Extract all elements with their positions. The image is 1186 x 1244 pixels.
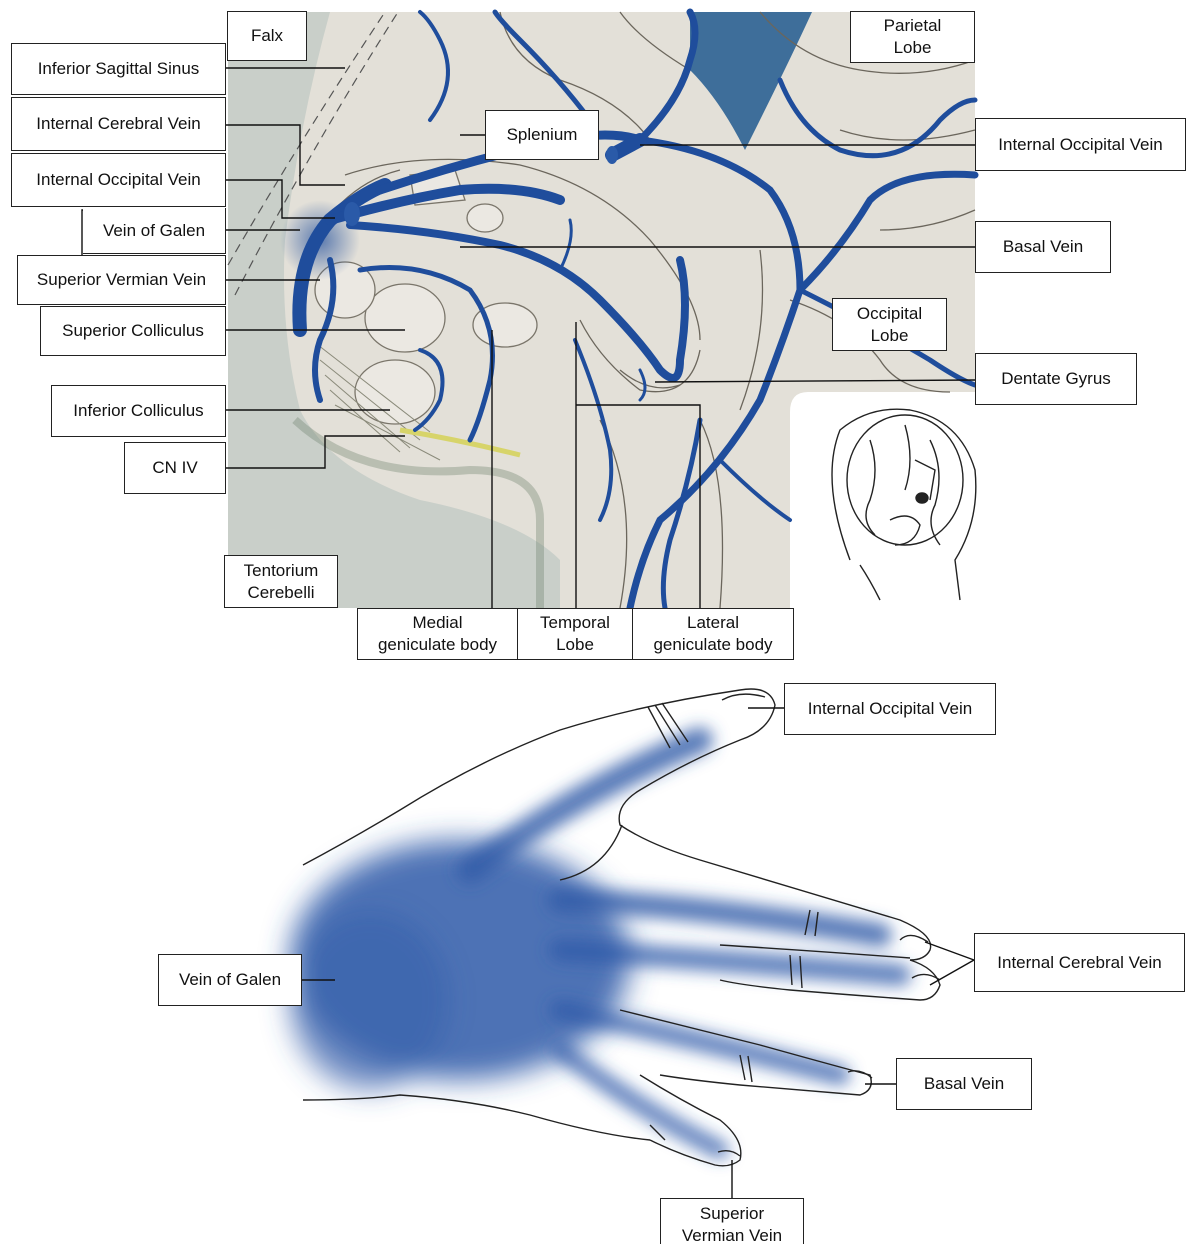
label-falx: Falx	[227, 11, 307, 61]
pineal-shape	[467, 204, 503, 232]
label-internal-occipital-vein-right: Internal Occipital Vein	[975, 118, 1186, 171]
label-inferior-sagittal-sinus: Inferior Sagittal Sinus	[11, 43, 226, 95]
label-basal-vein: Basal Vein	[975, 221, 1111, 273]
label-splenium: Splenium	[485, 110, 599, 160]
label-dentate-gyrus: Dentate Gyrus	[975, 353, 1137, 405]
label-hand-vein-of-galen: Vein of Galen	[158, 954, 302, 1006]
label-hand-basal-vein: Basal Vein	[896, 1058, 1032, 1110]
label-superior-colliculus: Superior Colliculus	[40, 306, 226, 356]
label-internal-occipital-vein-left: Internal Occipital Vein	[11, 153, 226, 207]
label-superior-vermian-vein: Superior Vermian Vein	[17, 255, 226, 305]
label-inferior-colliculus: Inferior Colliculus	[51, 385, 226, 437]
label-hand-internal-occipital-vein: Internal Occipital Vein	[784, 683, 996, 735]
label-cn-iv: CN IV	[124, 442, 226, 494]
label-hand-internal-cerebral-vein: Internal Cerebral Vein	[974, 933, 1185, 992]
inferior-colliculus-shape	[355, 360, 435, 424]
vein-of-galen-cut	[344, 202, 360, 226]
hand-illustration	[290, 689, 940, 1166]
internal-occipital-vein-cut	[606, 146, 618, 164]
label-vein-of-galen: Vein of Galen	[83, 208, 226, 254]
label-internal-cerebral-vein: Internal Cerebral Vein	[11, 97, 226, 151]
head-inset-sketch	[832, 409, 976, 600]
superior-colliculus-shape	[365, 284, 445, 352]
